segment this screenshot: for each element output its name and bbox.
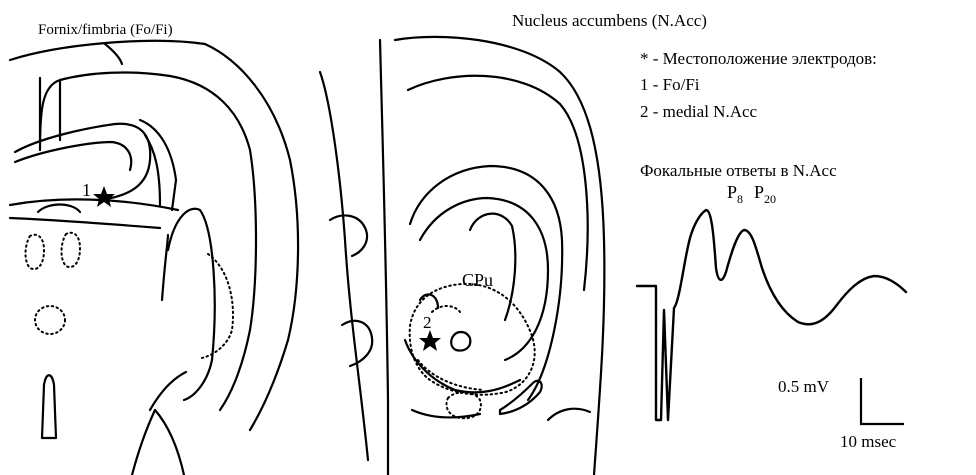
- scale-bar: [861, 378, 904, 424]
- left-panel-title: Fornix/fimbria (Fo/Fi): [38, 22, 173, 38]
- electrode-2-label: 2: [423, 313, 432, 332]
- middle-panel-title: Nucleus accumbens (N.Acc): [512, 11, 707, 30]
- trace-title: Фокальные ответы в N.Acc: [640, 161, 837, 180]
- electrode-1-label: 1: [82, 180, 91, 200]
- cpu-region-label: CPu: [462, 270, 493, 290]
- middle-brain-section: [320, 37, 604, 475]
- peak-p20-label: P20: [754, 182, 776, 206]
- focal-response-trace: [637, 210, 906, 420]
- scale-voltage-label: 0.5 mV: [778, 377, 830, 396]
- legend-heading: * - Местоположение электродов:: [640, 49, 877, 68]
- peak-p8-label: P8: [727, 182, 743, 206]
- left-dotted-structures: [26, 233, 234, 358]
- left-brain-section: [10, 41, 298, 475]
- legend-item-1: 1 - Fo/Fi: [640, 75, 700, 94]
- electrode-1-marker: [93, 186, 115, 207]
- electrode-2-marker: [419, 330, 441, 351]
- legend-item-2: 2 - medial N.Acc: [640, 102, 758, 121]
- scale-time-label: 10 msec: [840, 432, 897, 451]
